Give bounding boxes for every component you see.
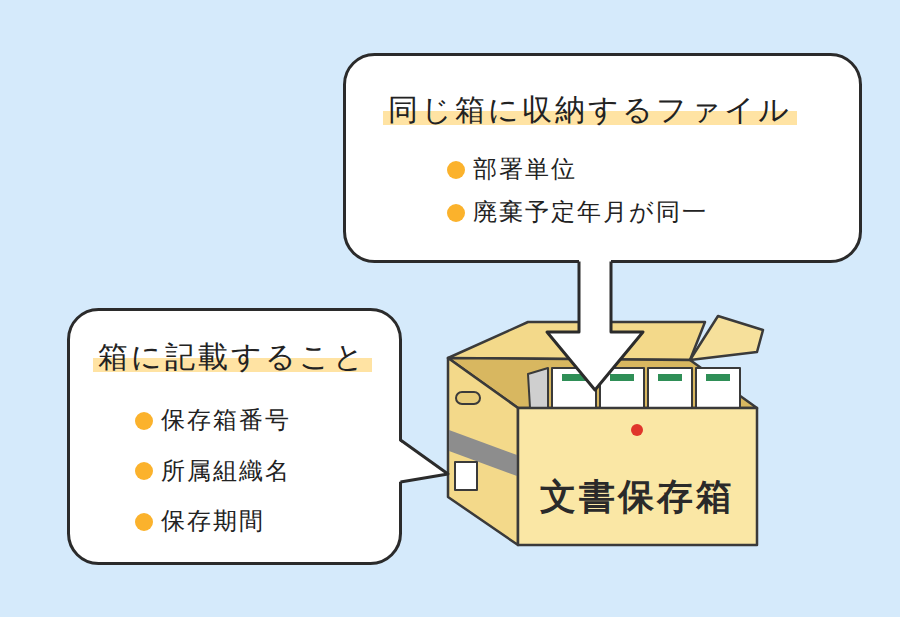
heading-text: 同じ箱に収納するファイル	[383, 92, 797, 128]
bullet-dot	[135, 462, 153, 480]
arrow-fill	[547, 259, 643, 390]
box-title-row: 文書保存箱	[540, 475, 735, 518]
binder	[648, 368, 692, 408]
bullet-dot	[447, 204, 465, 222]
box-side-face	[448, 358, 518, 545]
bullet-item: 保存箱番号	[135, 405, 291, 436]
box-title: 文書保存箱	[540, 475, 735, 518]
bullet-dot	[135, 513, 153, 531]
tail-fill	[398, 440, 448, 482]
handle-slot	[456, 392, 480, 404]
callout-bubble: 同じ箱に収納するファイル部署単位廃棄予定年月が同一	[343, 53, 862, 263]
bullet-dot	[135, 412, 153, 430]
binder-label	[610, 374, 634, 381]
grey-file	[528, 368, 548, 408]
box-side-flap	[690, 316, 763, 360]
flow-arrow	[547, 259, 643, 390]
arrow-outline	[547, 262, 643, 391]
bullet-item: 部署単位	[447, 154, 577, 185]
tail-outline	[401, 440, 449, 482]
bullet-text: 保存箱番号	[161, 405, 291, 436]
binder	[696, 368, 740, 408]
box-front-face	[518, 408, 757, 545]
bullet-text: 保存期間	[161, 506, 265, 537]
callout-heading: 箱に記載すること	[93, 339, 372, 375]
box-label-area: 文書保存箱	[448, 390, 758, 545]
heading-text: 箱に記載すること	[93, 339, 372, 375]
bubble-outline	[69, 310, 401, 564]
bubble-outlines	[69, 55, 861, 564]
binder-label	[658, 374, 682, 381]
bullet-dot	[447, 161, 465, 179]
bullet-text: 部署単位	[473, 154, 577, 185]
binder-label	[706, 374, 730, 381]
bullet-item: 保存期間	[135, 506, 265, 537]
callout-bubble: 箱に記載すること保存箱番号所属組織名保存期間	[67, 308, 402, 565]
red-dot	[631, 424, 643, 436]
bullet-text: 廃棄予定年月が同一	[473, 197, 708, 228]
box-label-card	[455, 462, 477, 490]
callout-heading: 同じ箱に収納するファイル	[383, 92, 797, 128]
bullet-item: 廃棄予定年月が同一	[447, 197, 708, 228]
bullet-text: 所属組織名	[161, 456, 291, 487]
bubble-outline	[345, 55, 861, 262]
bullet-item: 所属組織名	[135, 456, 291, 487]
callout-tail	[398, 440, 448, 482]
